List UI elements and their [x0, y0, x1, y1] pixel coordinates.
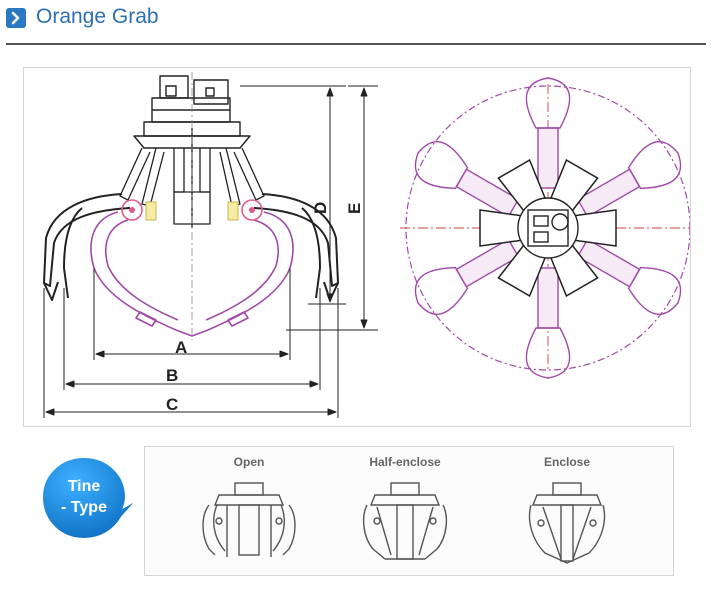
grab-technical-drawing: A B C D E	[43, 72, 690, 418]
top-view-hub	[517, 197, 579, 259]
pivot-points	[121, 199, 263, 221]
tine-type-badge: Tine - Type	[40, 455, 140, 543]
tine-type-half-enclose-label: Half-enclose	[369, 455, 441, 469]
dimension-label-c: C	[166, 395, 178, 414]
grab-open-drawing	[202, 482, 296, 557]
dimension-label-e: E	[345, 203, 364, 214]
dimension-label-d: D	[311, 202, 330, 214]
tine-label-line1: Tine	[67, 478, 101, 495]
grab-half-enclose-drawing	[362, 482, 448, 560]
title-divider	[6, 43, 706, 45]
tine-type-open: Open	[189, 453, 309, 571]
page-header: Orange Grab	[0, 0, 711, 45]
top-view-tines	[414, 77, 682, 379]
tine-type-label: Tine - Type	[40, 455, 128, 539]
outer-tines	[43, 193, 339, 301]
page-title: Orange Grab	[36, 5, 159, 28]
tine-types-panel: Open Half-enclose	[144, 446, 674, 576]
tine-label-line2: - Type	[61, 499, 107, 516]
tine-type-enclose-label: Enclose	[543, 455, 591, 469]
grab-diagram-panel: A B C D E	[23, 67, 691, 427]
chevron-right-icon	[6, 8, 26, 28]
tine-type-half-enclose: Half-enclose	[345, 453, 465, 571]
tine-type-enclose: Enclose	[507, 453, 627, 571]
grab-enclose-drawing	[528, 482, 606, 564]
side-view	[43, 72, 378, 418]
speech-bubble-icon	[40, 455, 139, 541]
tine-type-open-label: Open	[233, 455, 265, 469]
dimension-label-b: B	[166, 366, 178, 385]
dimension-lines	[43, 85, 378, 418]
dimension-label-a: A	[175, 338, 187, 357]
top-view	[400, 77, 690, 379]
